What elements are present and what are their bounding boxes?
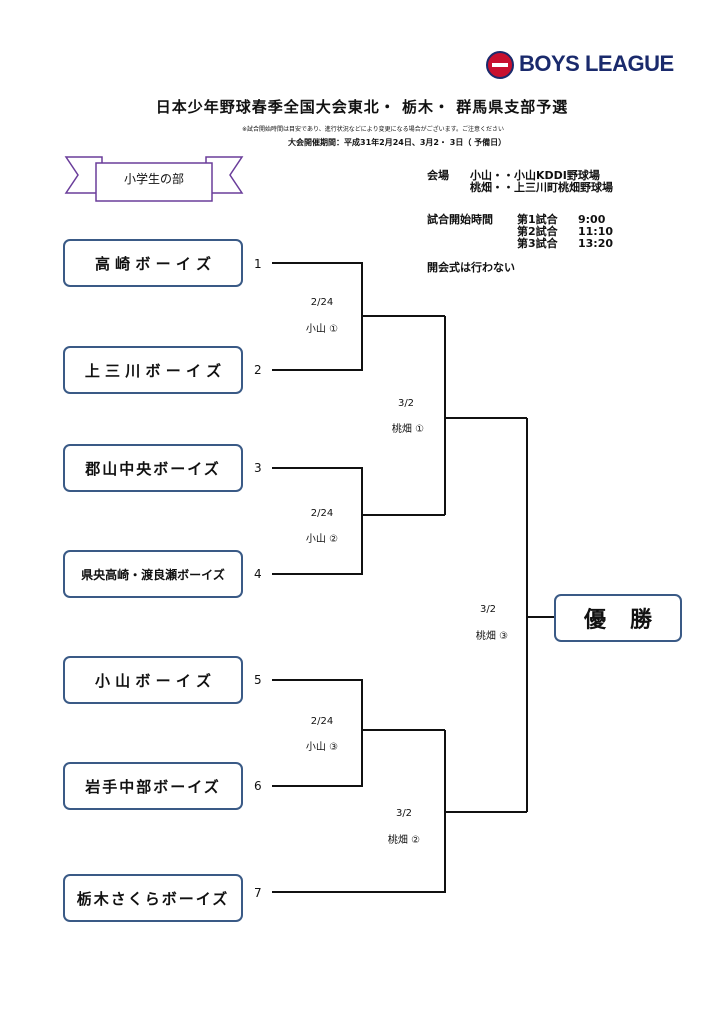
bracket-line-semi-bottom [272, 730, 446, 893]
match-5-venue: 桃畑 ② [387, 835, 421, 846]
seed-7: 7 [254, 886, 262, 900]
game-1-name: 第1試合 [517, 213, 558, 226]
match-1-venue: 小山 ① [305, 324, 339, 335]
game-3-time: 13:20 [578, 237, 614, 250]
match-3-date: 2/24 [310, 716, 334, 727]
team-box-1: 高 崎 ボ ー イ ズ [63, 239, 243, 287]
venue-line-1: 小山・・小山KDDI野球場 [470, 169, 600, 182]
match-4-date: 3/2 [397, 398, 415, 409]
game-2-name: 第2試合 [517, 225, 558, 238]
game-3-name: 第3試合 [517, 237, 558, 250]
tournament-dates: 大会開催期間：平成31年2月24日、3月2・ 3日（ 予備日） [288, 138, 507, 147]
team-box-4: 県央高崎・渡良瀬ボーイズ [63, 550, 243, 598]
match-6-date: 3/2 [479, 604, 497, 615]
match-1-date: 2/24 [310, 297, 334, 308]
seed-5: 5 [254, 673, 262, 687]
seed-4: 4 [254, 567, 262, 581]
team-box-5: 小 山 ボ ー イ ズ [63, 656, 243, 704]
team-box-2: 上 三 川 ボ ー イ ズ [63, 346, 243, 394]
league-emblem-icon [486, 51, 514, 79]
schedule-note: ※試合開始時間は目安であり、進行状況などにより変更になる場合がございます。ご注意… [242, 126, 505, 133]
match-6-venue: 桃畑 ③ [475, 631, 509, 642]
champion-box: 優勝 [554, 594, 682, 642]
team-box-3: 郡山中央ボーイズ [63, 444, 243, 492]
division-label: 小学生の部 [123, 172, 184, 186]
seed-3: 3 [254, 461, 262, 475]
match-5-date: 3/2 [395, 808, 413, 819]
match-3-venue: 小山 ③ [305, 742, 339, 753]
page-title: 日本少年野球春季全国大会東北・ 栃木・ 群馬県支部予選 [155, 98, 569, 116]
bracket-line-r1-b [272, 467, 363, 575]
game-1-time: 9:00 [578, 213, 606, 226]
venue-line-2: 桃畑・・上三川町桃畑野球場 [470, 181, 613, 194]
seed-1: 1 [254, 257, 262, 271]
team-box-6: 岩手中部ボーイズ [63, 762, 243, 810]
seed-2: 2 [254, 363, 262, 377]
boys-league-logo: BOYS LEAGUE [486, 51, 686, 87]
division-ribbon [64, 156, 244, 202]
seed-6: 6 [254, 779, 262, 793]
match-2-venue: 小山 ② [305, 534, 339, 545]
match-2-date: 2/24 [310, 508, 334, 519]
logo-text: BOYS LEAGUE [519, 51, 674, 76]
game-2-time: 11:10 [578, 225, 614, 238]
venue-label: 会場 [427, 169, 449, 182]
match-4-venue: 桃畑 ① [391, 424, 425, 435]
bracket-line-r1-c [272, 679, 363, 787]
bracket-line-r1-a [272, 262, 363, 371]
team-box-7: 栃木さくらボーイズ [63, 874, 243, 922]
start-times-label: 試合開始時間 [427, 213, 493, 226]
ceremony-note: 開会式は行わない [427, 261, 515, 274]
